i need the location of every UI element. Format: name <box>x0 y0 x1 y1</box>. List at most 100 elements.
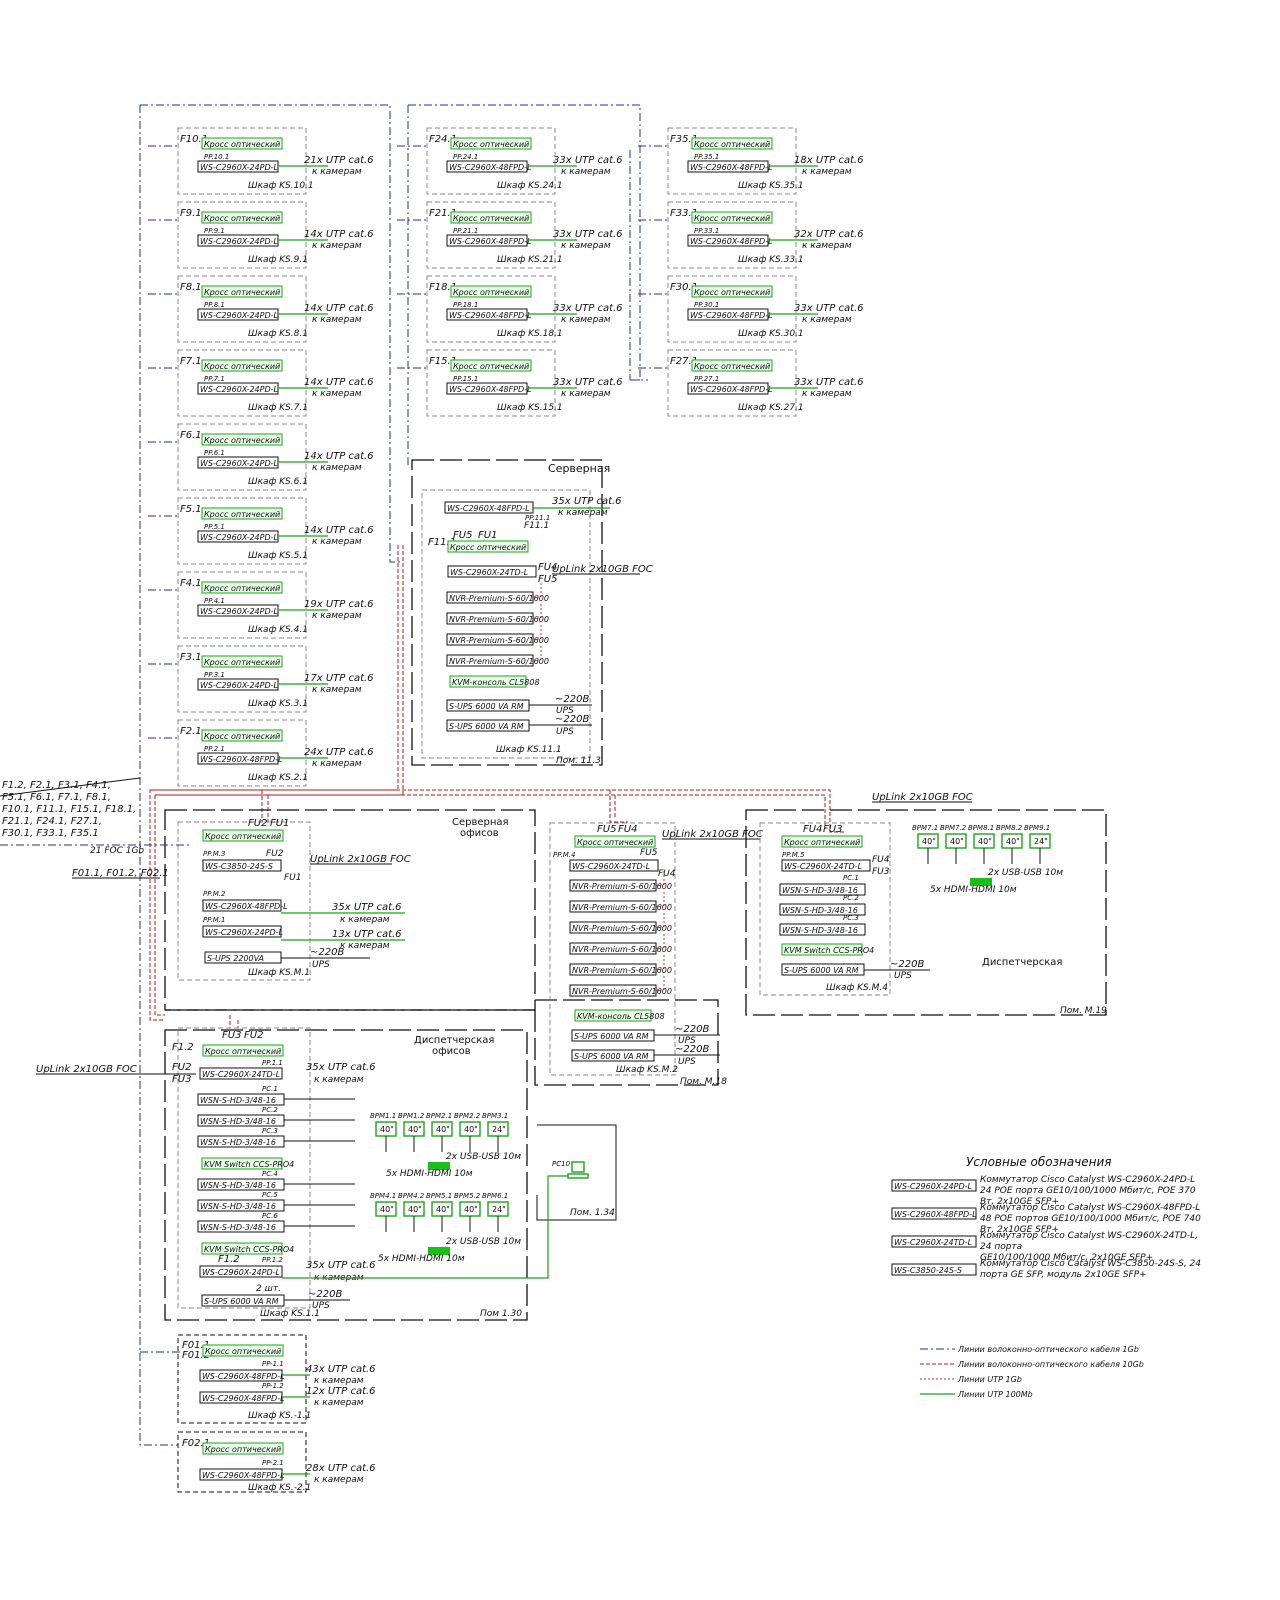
svg-text:к камерам: к камерам <box>312 315 362 325</box>
cabinet-ks-1-1: Шкаф KS.1.1 <box>260 1309 320 1319</box>
monitor-label: BPM1.1 <box>370 1112 396 1120</box>
svg-text:F5.1, F6.1, F7.1, F8.1,: F5.1, F6.1, F7.1, F8.1, <box>2 792 111 803</box>
switch-server-24td <box>447 565 537 578</box>
svg-text:40": 40" <box>464 1205 478 1214</box>
svg-text:24 порта: 24 порта <box>980 1242 1022 1252</box>
svg-text:S-UPS 6000 VA RM: S-UPS 6000 VA RM <box>204 1297 279 1306</box>
svg-text:к камерам: к камерам <box>312 463 362 473</box>
svg-text:35x UTP cat.6: 35x UTP cat.6 <box>332 902 402 913</box>
nvr-stack-113: NVR-Premium-S-60/1600NVR-Premium-S-60/16… <box>446 582 549 667</box>
svg-text:Кросс оптический: Кросс оптический <box>204 584 280 593</box>
svg-text:Кросс оптический: Кросс оптический <box>205 1047 281 1056</box>
fiber-label: F15.1 <box>429 356 457 367</box>
svg-text:40": 40" <box>380 1205 394 1214</box>
svg-text:к камерам: к камерам <box>312 167 362 177</box>
svg-text:35x UTP cat.6: 35x UTP cat.6 <box>306 1260 376 1271</box>
svg-text:WS-C2960X-48FPD-L: WS-C2960X-48FPD-L <box>894 1210 977 1219</box>
svg-text:к камерам: к камерам <box>340 915 390 925</box>
svg-text:офисов: офисов <box>460 828 499 839</box>
cabinet-name: Шкаф KS.10.1 <box>248 181 314 191</box>
optical-cross <box>201 729 283 742</box>
room-11-3: Пом. 11.3 <box>556 756 601 766</box>
svg-text:PC.2: PC.2 <box>843 894 859 902</box>
svg-text:WS-C2960X-48FPD-L: WS-C2960X-48FPD-L <box>690 237 773 246</box>
utp-count-label: 21x UTP cat.6 <box>304 155 374 166</box>
cabinet-name: Шкаф KS.9.1 <box>248 255 308 265</box>
m4-optical-cross <box>781 835 863 848</box>
ks21-optical-cross <box>202 1442 284 1455</box>
monitors-dispatch: BPM1.140"BPM1.240"BPM2.140"BPM2.240"BPM3… <box>370 1112 509 1232</box>
svg-text:40": 40" <box>436 1125 450 1134</box>
svg-text:28x UTP cat.6: 28x UTP cat.6 <box>306 1463 376 1474</box>
cabinet-name: Шкаф KS.7.1 <box>248 403 308 413</box>
fiber-label: F27.1 <box>670 356 698 367</box>
svg-text:NVR-Premium-S-60/1600: NVR-Premium-S-60/1600 <box>449 594 549 603</box>
svg-text:Кросс оптический: Кросс оптический <box>694 288 770 297</box>
room-m-18: Пом. M.18 <box>680 1077 727 1087</box>
optical-cross <box>450 137 532 150</box>
switch-dispatch-24pd <box>199 1265 283 1278</box>
svg-text:PP.M.3: PP.M.3 <box>203 850 225 858</box>
svg-text:Диспетчерская: Диспетчерская <box>414 1035 494 1046</box>
switch-core-3850 <box>202 859 282 872</box>
svg-text:к камерам: к камерам <box>802 241 852 251</box>
svg-text:S-UPS 6000 VA RM: S-UPS 6000 VA RM <box>574 1032 649 1041</box>
svg-text:PC10: PC10 <box>552 1160 571 1168</box>
svg-text:Кросс оптический: Кросс оптический <box>453 362 529 371</box>
pc10-monitor <box>571 1161 585 1173</box>
svg-text:40": 40" <box>408 1125 422 1134</box>
svg-text:UPS: UPS <box>312 1301 330 1311</box>
patch-panel-label: PP.33.1 <box>694 227 719 235</box>
kvm-switch-m4 <box>781 943 863 956</box>
svg-text:UPS: UPS <box>678 1036 696 1046</box>
svg-text:WS-C2960X-24PD-L: WS-C2960X-24PD-L <box>200 533 278 542</box>
svg-text:KVM-консоль CL5808: KVM-консоль CL5808 <box>452 678 540 687</box>
svg-text:Кросс оптический: Кросс оптический <box>204 510 280 519</box>
svg-text:Кросс оптический: Кросс оптический <box>204 436 280 445</box>
cabinet-ks-m-4: Шкаф KS.M.4 <box>826 983 888 993</box>
cabinet-name: Шкаф KS.33.1 <box>738 255 804 265</box>
svg-text:S-UPS 6000 VA RM: S-UPS 6000 VA RM <box>574 1052 649 1061</box>
svg-text:FU3: FU3 <box>872 867 890 877</box>
monitor-label: BPM5.1 <box>426 1192 452 1200</box>
svg-text:FU1: FU1 <box>270 818 289 829</box>
server-room-m18: FU5 FU4 Кросс оптический UpLink 2x10GB F… <box>165 822 763 1087</box>
monitor-label: BPM4.2 <box>398 1192 425 1200</box>
monitor-label: BPM7.2 <box>940 824 967 832</box>
monitor-label: BPM2.2 <box>454 1112 481 1120</box>
backbone-fiber-1gb <box>139 104 648 1446</box>
optical-cross <box>201 581 283 594</box>
svg-text:WSN-S-HD-3/48-16: WSN-S-HD-3/48-16 <box>200 1181 276 1190</box>
svg-text:~220В: ~220В <box>310 947 344 958</box>
svg-text:NVR-Premium-S-60/1600: NVR-Premium-S-60/1600 <box>572 945 672 954</box>
svg-text:F1.2, F2.1, F3.1, F4.1,: F1.2, F2.1, F3.1, F4.1, <box>2 780 111 791</box>
legend-line-utp100: Линии UTP 100Mb <box>957 1390 1033 1399</box>
cabinet-name: Шкаф KS.2.1 <box>248 773 308 783</box>
svg-text:к камерам: к камерам <box>561 167 611 177</box>
utp-count-label: 14x UTP cat.6 <box>304 525 374 536</box>
svg-text:F30.1, F33.1, F35.1: F30.1, F33.1, F35.1 <box>2 828 99 839</box>
svg-text:F1.2: F1.2 <box>172 1042 194 1053</box>
server-optical-cross <box>447 540 529 553</box>
svg-text:Шкаф KS.-2.1: Шкаф KS.-2.1 <box>248 1483 311 1493</box>
kvm-switch-dispatch-1 <box>201 1157 283 1170</box>
fiber-label: F4.1 <box>180 578 202 589</box>
fiber-label: F6.1 <box>180 430 202 441</box>
svg-text:F02.1: F02.1 <box>182 1438 210 1449</box>
utp-count-label: 14x UTP cat.6 <box>304 451 374 462</box>
svg-text:Кросс оптический: Кросс оптический <box>694 140 770 149</box>
cabinet-name: Шкаф KS.5.1 <box>248 551 308 561</box>
svg-text:WSN-S-HD-3/48-16: WSN-S-HD-3/48-16 <box>782 926 858 935</box>
svg-text:WS-C2960X-24PD-L: WS-C2960X-24PD-L <box>202 1268 280 1277</box>
kvm-console-113 <box>449 675 527 688</box>
svg-text:Кросс оптический: Кросс оптический <box>204 658 280 667</box>
ks11-optical-cross <box>202 1344 284 1357</box>
svg-text:WSN-S-HD-3/48-16: WSN-S-HD-3/48-16 <box>200 1138 276 1147</box>
patch-panel-label: PP.4.1 <box>204 597 225 605</box>
svg-text:к камерам: к камерам <box>340 941 390 951</box>
patch-panel-label: PP.2.1 <box>204 745 225 753</box>
optical-cross <box>201 655 283 668</box>
